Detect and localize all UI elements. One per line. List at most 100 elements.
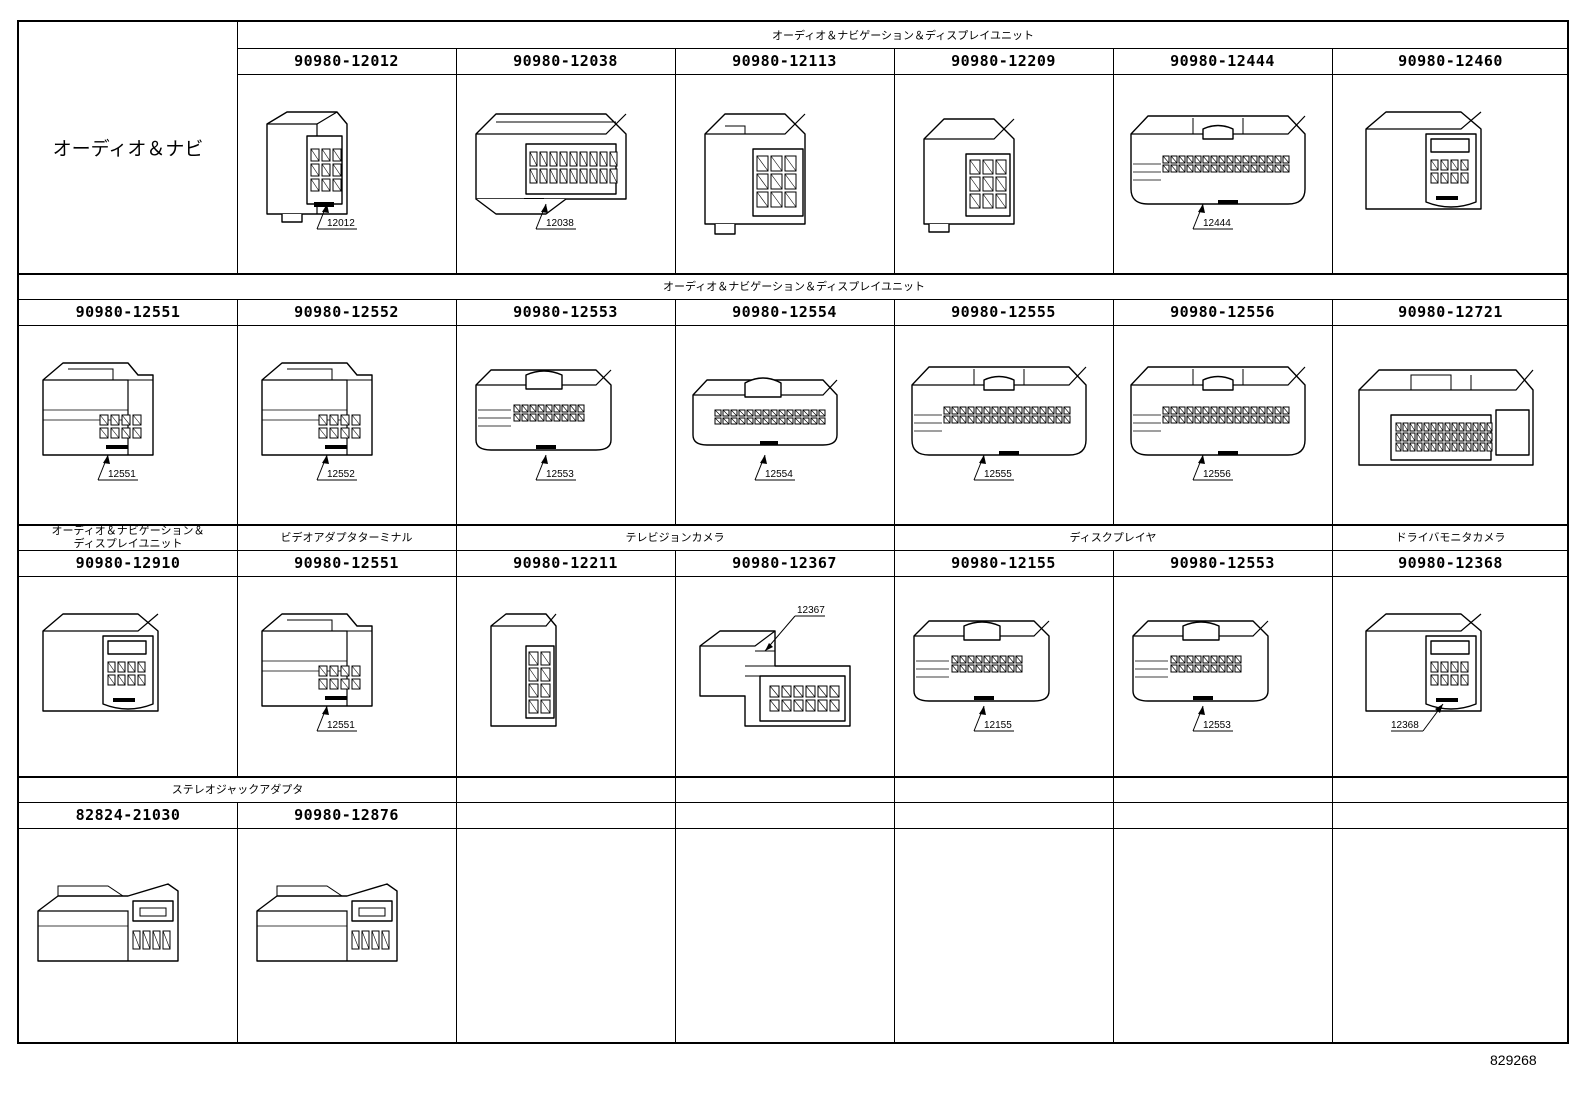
grid-line xyxy=(1332,299,1333,524)
connector-drawing-cell xyxy=(675,74,894,273)
group-header-label: ステレオジャックアダプタ xyxy=(171,782,304,796)
connector-drawing-cell: 12551 xyxy=(237,576,456,776)
callout-label: 12367 xyxy=(797,605,825,616)
grid-line xyxy=(1113,550,1114,776)
connector-icon: 12368 xyxy=(1364,613,1482,732)
grid-line xyxy=(19,802,1569,803)
grid-line xyxy=(456,550,457,776)
group-header-label: ビデオアダプタターミナル xyxy=(280,530,413,544)
grid-line xyxy=(894,550,895,776)
group-header: オーディオ＆ナビゲーション＆ディスプレイユニット xyxy=(19,273,1569,299)
group-header: ディスクプレイヤ xyxy=(894,524,1332,550)
part-number: 90980-12155 xyxy=(951,554,1056,572)
connector-drawing-cell xyxy=(1332,325,1569,524)
category-label: オーディオ＆ナビ xyxy=(19,22,237,273)
grid-line xyxy=(1113,48,1114,273)
part-number: 90980-12552 xyxy=(294,303,399,321)
callout-label: 12556 xyxy=(1203,469,1231,480)
part-number: 90980-12551 xyxy=(75,303,181,321)
connector-icon: 12155 xyxy=(912,620,1050,732)
grid-line xyxy=(19,828,1569,829)
part-number: 90980-12113 xyxy=(732,52,837,70)
connector-icon xyxy=(922,117,1015,233)
part-number: 90980-12876 xyxy=(294,806,399,824)
part-number xyxy=(1332,802,1569,828)
connector-drawing-cell: 12038 xyxy=(456,74,675,273)
grid-line xyxy=(456,299,457,524)
connector-icon xyxy=(1364,110,1482,210)
part-number: 90980-12038 xyxy=(513,52,618,70)
callout-label: 12444 xyxy=(1203,218,1231,229)
grid-line xyxy=(237,48,1569,49)
grid-line xyxy=(19,550,1569,551)
part-number: 90980-12555 xyxy=(951,303,1056,321)
part-number: 90980-12910 xyxy=(75,554,181,572)
connector-icon xyxy=(37,883,179,962)
part-number xyxy=(1113,802,1332,828)
connector-drawing-cell xyxy=(894,74,1113,273)
grid-line xyxy=(237,802,238,1044)
grid-line xyxy=(19,776,1569,778)
connector-icon: 12552 xyxy=(260,361,373,480)
callout-label: 12012 xyxy=(327,218,355,229)
grid-line xyxy=(1332,550,1333,776)
grid-line xyxy=(1113,776,1114,802)
group-header: オーディオ＆ナビゲーション＆ ディスプレイユニット xyxy=(19,524,237,550)
callout-label: 12551 xyxy=(108,469,136,480)
grid-line xyxy=(894,776,895,802)
grid-line xyxy=(456,524,457,550)
connector-drawing-cell xyxy=(1113,828,1332,1044)
grid-line xyxy=(1332,802,1333,1044)
grid-line xyxy=(19,524,1569,526)
callout-label: 12553 xyxy=(1203,720,1231,731)
callout-label: 12368 xyxy=(1391,720,1419,731)
connector-icon: 12554 xyxy=(691,376,838,480)
grid-line xyxy=(19,299,1569,300)
callout-label: 12551 xyxy=(327,720,355,731)
connector-drawing-cell: 12367 xyxy=(675,576,894,776)
connector-icon xyxy=(703,112,806,235)
grid-line xyxy=(1332,776,1333,802)
connector-icon xyxy=(42,613,159,712)
grid-line xyxy=(675,48,676,273)
connector-drawing-cell: 12368 xyxy=(1332,576,1569,776)
grid-line xyxy=(675,550,676,776)
group-header: ステレオジャックアダプタ xyxy=(19,776,456,802)
callout-label: 12552 xyxy=(327,469,355,480)
callout-label: 12038 xyxy=(546,218,574,229)
connector-icon: 12551 xyxy=(42,361,154,480)
connector-drawing-cell: 12012 xyxy=(237,74,456,273)
connector-icon: 12556 xyxy=(1129,365,1306,480)
connector-drawing-cell xyxy=(675,828,894,1044)
connector-icon: 12367 xyxy=(698,605,851,727)
grid-line xyxy=(237,550,238,776)
connector-icon: 12012 xyxy=(265,110,357,229)
grid-line xyxy=(19,273,1569,275)
grid-line xyxy=(1113,299,1114,524)
grid-line xyxy=(894,48,895,273)
grid-line xyxy=(237,524,238,550)
connector-icon: 12038 xyxy=(474,112,627,229)
part-number: 82824-21030 xyxy=(75,806,181,824)
connector-drawing-cell xyxy=(237,828,456,1044)
grid-line xyxy=(237,74,1569,75)
connector-icon xyxy=(255,883,398,962)
part-number xyxy=(675,802,894,828)
connector-icon: 12555 xyxy=(910,365,1087,480)
connector-icon: 12444 xyxy=(1129,114,1306,229)
group-header: オーディオ＆ナビゲーション＆ディスプレイユニット xyxy=(237,22,1569,48)
group-header-label: オーディオ＆ナビゲーション＆ディスプレイユニット xyxy=(771,28,1035,42)
grid-line xyxy=(1332,524,1333,550)
part-number xyxy=(456,802,675,828)
grid-line xyxy=(237,299,238,524)
part-number: 90980-12553 xyxy=(1170,554,1275,572)
group-header-label: ドライバモニタカメラ xyxy=(1395,530,1506,544)
connector-drawing-cell xyxy=(456,828,675,1044)
grid-line xyxy=(19,576,1569,577)
part-number: 90980-12209 xyxy=(951,52,1056,70)
connector-drawing-cell: 12556 xyxy=(1113,325,1332,524)
connector-drawing-cell: 12551 xyxy=(19,325,237,524)
category-label-text: オーディオ＆ナビ xyxy=(52,138,204,160)
callout-label: 12155 xyxy=(984,720,1012,731)
